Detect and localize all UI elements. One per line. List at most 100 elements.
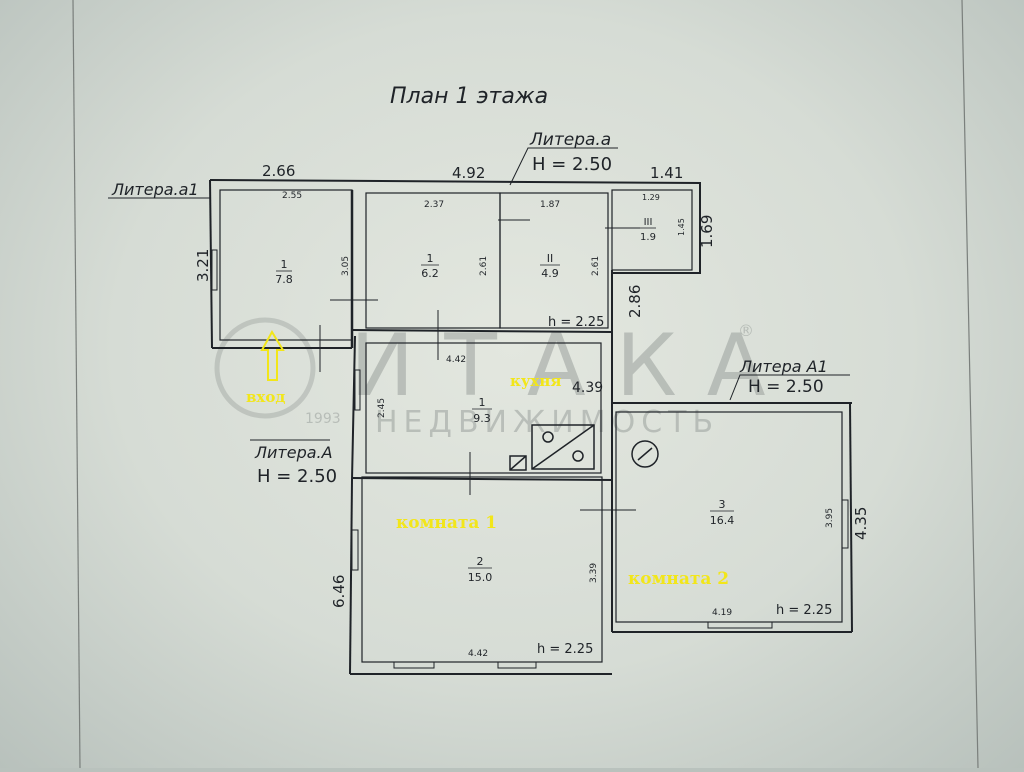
dim-top-left: 2.66 — [262, 162, 295, 180]
wall-outer-left-upper — [209, 179, 213, 349]
annotation-room1: комната 1 — [396, 513, 497, 533]
room-5-dim-width: 4.42 — [446, 355, 466, 365]
room-3-dim-width: 1.87 — [540, 200, 560, 210]
room-3-number: II — [547, 252, 554, 265]
watermark-brand: ИТАКА — [350, 316, 796, 416]
frame-line-right — [961, 0, 979, 769]
openings — [211, 219, 849, 669]
room-1-dim-height: 3.05 — [341, 256, 351, 276]
dim-left-big: 6.46 — [330, 575, 348, 608]
frame-line-left — [72, 0, 81, 769]
boiler-line — [637, 447, 653, 461]
room-1-area: 7.8 — [275, 273, 293, 286]
label-litera-A1: Литера А1 — [739, 357, 828, 376]
wall-a1-right-outer — [849, 402, 853, 633]
dim-right-mid: 2.86 — [626, 285, 644, 318]
window-room6-b — [497, 661, 537, 669]
watermark-year: 1993 — [305, 411, 341, 427]
watermark-tagline: НЕДВИЖИМОСТЬ — [375, 405, 719, 440]
room-2: 2.37 2.61 1 6.2 — [421, 200, 489, 280]
stove-burner-2 — [572, 450, 584, 462]
room-6: 4.42 3.39 2 15.0 — [468, 555, 599, 659]
height-room1: h = 2.25 — [537, 642, 593, 657]
annotation-kitchen: кухня — [510, 372, 561, 390]
window-room6-a — [393, 661, 435, 669]
room-1-outline — [219, 189, 353, 341]
dim-a1-top: 4.39 — [572, 380, 603, 396]
room-5-outline — [365, 342, 602, 474]
room-7-dim-width: 4.19 — [712, 608, 732, 618]
room-5-number: 1 — [479, 396, 486, 409]
walls — [209, 179, 853, 675]
boiler-circle — [631, 440, 659, 468]
leader-a — [509, 147, 618, 186]
window-room7-right — [841, 499, 849, 549]
height-upper: h = 2.25 — [548, 315, 604, 330]
wall-outer-top — [209, 179, 701, 274]
room-7-number: 3 — [719, 498, 726, 511]
stove-body — [531, 424, 595, 470]
annotation-entrance: вход — [246, 388, 285, 406]
room-7-area: 16.4 — [710, 514, 735, 527]
height-room2: h = 2.25 — [776, 603, 832, 618]
room-1-number: 1 — [281, 258, 288, 271]
room-3-dim-height: 2.61 — [591, 256, 601, 276]
room-4-outline — [611, 189, 693, 271]
window-room1 — [211, 249, 218, 291]
wall-kitchen-bottom — [351, 477, 613, 481]
dim-right-big: 4.35 — [852, 507, 870, 540]
wall-kitchen-left — [351, 335, 356, 481]
room-5-area: 9.3 — [473, 412, 491, 425]
room-3: 1.87 2.61 II 4.9 — [540, 200, 601, 280]
stove-burner-1 — [542, 431, 554, 443]
stove-icon — [509, 424, 595, 471]
room-4-dim-width: 1.29 — [642, 193, 660, 202]
leader-lines — [108, 147, 850, 441]
watermark-circle — [214, 317, 316, 419]
room-7-dim-height: 3.95 — [825, 508, 835, 528]
leader-A1 — [729, 374, 850, 401]
sink-icon — [509, 455, 527, 471]
room-3-outline — [499, 192, 609, 329]
room-2-area: 6.2 — [421, 267, 439, 280]
room-2-dim-width: 2.37 — [424, 200, 444, 210]
room-4-number: III — [644, 217, 653, 228]
room-6-area: 15.0 — [468, 571, 493, 584]
dim-top-right: 1.41 — [650, 164, 683, 182]
stove-diagonal — [531, 424, 595, 470]
boiler-icon — [631, 440, 659, 468]
label-litera-A: Литера.А — [254, 443, 333, 462]
dim-top-mid: 4.92 — [452, 164, 485, 182]
dim-right-small: 1.69 — [698, 215, 716, 248]
wall-room1-left — [349, 479, 353, 675]
room-2-number: 1 — [427, 252, 434, 265]
wall-mid-horizontal — [351, 329, 613, 333]
room-6-dim-height: 3.39 — [589, 563, 599, 583]
window-room5-left — [354, 369, 361, 411]
room-4: 1.29 1.45 III 1.9 — [640, 193, 686, 243]
label-litera-a1: Литера.а1 — [111, 180, 199, 199]
room-3-area: 4.9 — [541, 267, 559, 280]
entrance-arrow-icon — [260, 330, 285, 381]
room-1: 2.55 3.05 1 7.8 — [275, 191, 351, 286]
room-6-outline — [361, 476, 603, 663]
watermark: ИТАКА 1993 НЕДВИЖИМОСТЬ ® — [214, 316, 796, 440]
room-1-dim-width: 2.55 — [282, 191, 302, 201]
label-litera-a: Литера.а — [529, 130, 611, 150]
room-7: 4.19 3.95 3 16.4 — [710, 498, 835, 618]
annotation-room2: комната 2 — [628, 569, 729, 589]
window-room6-left — [351, 529, 359, 571]
sink-diagonal — [509, 455, 527, 471]
watermark-reg-mark: ® — [738, 321, 754, 340]
room-6-number: 2 — [477, 555, 484, 568]
room-6-dim-width: 4.42 — [468, 649, 488, 659]
room-5: 4.42 2.45 1 9.3 — [377, 355, 492, 425]
room-5-dim-height: 2.45 — [377, 398, 387, 418]
label-litera-A1-height: H = 2.50 — [748, 377, 824, 397]
room-4-area: 1.9 — [640, 232, 656, 243]
dim-left: 3.21 — [194, 249, 212, 282]
label-litera-a-height: H = 2.50 — [532, 154, 612, 175]
plan-title: План 1 этажа — [390, 84, 548, 109]
